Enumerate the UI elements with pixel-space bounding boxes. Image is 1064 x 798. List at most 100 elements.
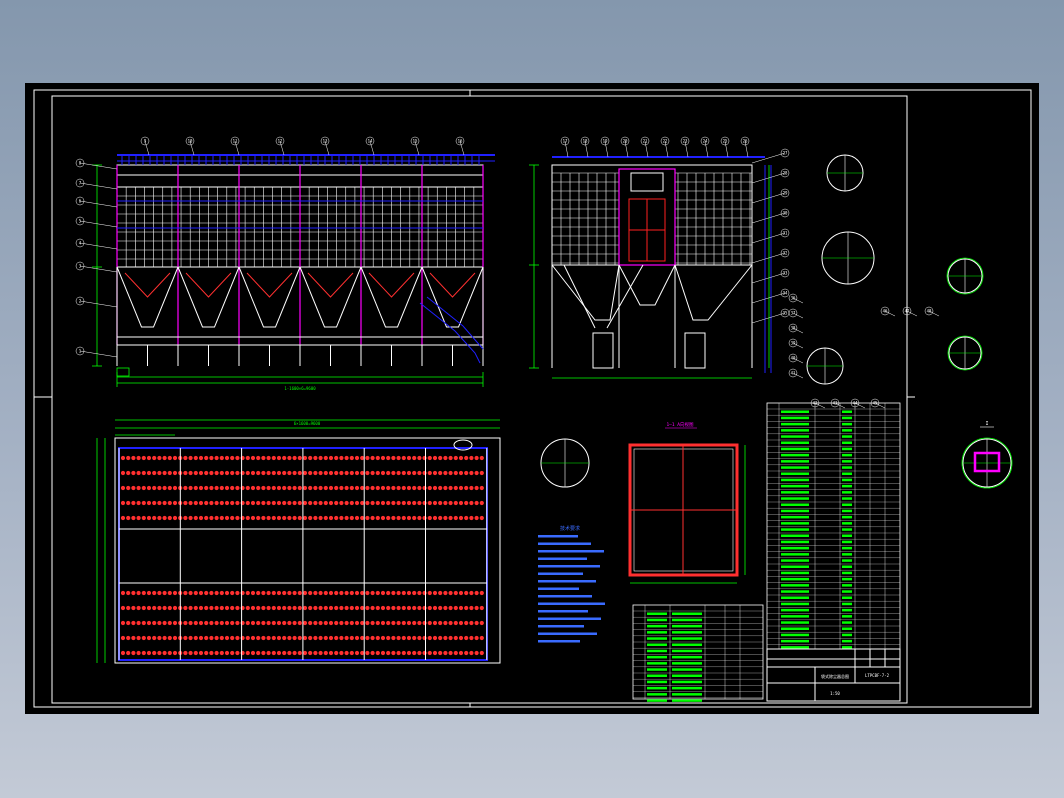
side-housing-stiffener-grid <box>551 172 752 265</box>
title-block-name: 袋式除尘器总图 <box>821 673 849 679</box>
note-line <box>538 625 584 628</box>
hopper <box>116 266 179 328</box>
front-discharge-duct <box>419 296 484 364</box>
balloon-number: 28 <box>783 171 788 176</box>
detail-circle <box>826 154 864 192</box>
balloon-number: 10 <box>188 139 193 144</box>
note-line <box>538 587 579 590</box>
balloon-number: 30 <box>783 211 788 216</box>
note-line <box>538 535 578 538</box>
parts-list-row <box>767 458 900 463</box>
front-dimensions <box>92 164 484 387</box>
note-line <box>538 595 592 598</box>
parts-list-row <box>767 452 900 457</box>
balloon-number: 47 <box>905 309 910 314</box>
balloon-number: 32 <box>783 251 788 256</box>
balloon-23: 23 <box>680 136 690 158</box>
filter-bag-row <box>120 485 484 491</box>
parts-list-row <box>767 520 900 525</box>
inlet-duct-section-view: 1—1 A向视图 <box>628 421 746 584</box>
drawing-frame <box>33 89 1032 708</box>
balloon-number: 31 <box>783 231 788 236</box>
balloon-24: 24 <box>700 136 710 158</box>
side-housing-outline <box>551 164 753 266</box>
balloon-number: 11 <box>233 139 238 144</box>
hopper <box>177 266 240 328</box>
balloon-number: 22 <box>663 139 668 144</box>
note-line <box>538 565 600 568</box>
balloon-number: 29 <box>783 191 788 196</box>
parts-list-row <box>767 607 900 612</box>
front-compartment-partitions <box>116 165 484 345</box>
parts-list-row <box>767 613 900 618</box>
balloon-number: 35 <box>783 311 788 316</box>
note-line <box>538 550 604 553</box>
balloon-48: 48 <box>924 306 940 317</box>
parts-list-row <box>767 532 900 537</box>
balloon-2: 2 <box>75 296 118 308</box>
balloon-42: 42 <box>810 398 826 409</box>
side-dimensions <box>529 164 770 379</box>
balloon-11: 11 <box>230 136 240 156</box>
parts-list-row <box>767 514 900 519</box>
technical-requirements-notes: 技术要求 <box>538 525 605 643</box>
balloon-25: 25 <box>720 136 730 158</box>
filter-bag-row <box>120 620 484 626</box>
note-line <box>538 632 597 635</box>
note-line <box>538 610 588 613</box>
balloon-number: 20 <box>623 139 628 144</box>
balloon-number: 46 <box>883 309 888 314</box>
balloon-3: 3 <box>75 261 118 273</box>
parts-list-row <box>633 685 763 690</box>
balloon-number: 25 <box>723 139 728 144</box>
balloon-number: 40 <box>791 356 796 361</box>
parts-list-row <box>767 408 900 413</box>
detail-marker: I <box>985 421 988 427</box>
balloon-4: 4 <box>75 238 118 250</box>
parts-list-row <box>633 648 763 653</box>
parts-list-row <box>767 588 900 593</box>
parts-list-row <box>767 625 900 630</box>
parts-list-row <box>767 644 900 649</box>
filter-bag-row <box>120 605 484 611</box>
detail-circle <box>821 231 875 285</box>
front-blowpipes <box>117 155 483 229</box>
balloon-number: 26 <box>743 139 748 144</box>
balloon-22: 22 <box>660 136 670 158</box>
parts-list-table <box>766 402 901 650</box>
parts-list-row <box>633 691 763 696</box>
side-right-ladder <box>764 165 772 373</box>
parts-list-row <box>767 526 900 531</box>
balloon-number: 12 <box>278 139 283 144</box>
balloon-19: 19 <box>600 136 610 158</box>
balloon-number: 9 <box>144 139 147 144</box>
filter-bag-row <box>120 590 484 596</box>
balloon-34: 34 <box>751 288 790 304</box>
parts-list-row <box>767 427 900 432</box>
title-block <box>766 648 901 702</box>
balloon-40: 40 <box>788 353 804 364</box>
plan-view: 6×1600=9600 <box>96 419 501 664</box>
parts-list-row <box>767 594 900 599</box>
section-view-title: 1—1 A向视图 <box>666 421 694 428</box>
balloon-number: 14 <box>368 139 373 144</box>
parts-list-row <box>767 508 900 513</box>
parts-list-row <box>767 415 900 420</box>
balloon-number: 23 <box>683 139 688 144</box>
note-line <box>538 617 601 620</box>
plan-width-dimension: 6×1600=9600 <box>294 421 321 426</box>
filter-bag-row <box>120 500 484 506</box>
balloon-number: 16 <box>458 139 463 144</box>
balloon-number: 48 <box>927 309 932 314</box>
filter-bag-row <box>120 650 484 656</box>
balloon-27: 27 <box>751 148 790 164</box>
parts-list-row <box>767 601 900 606</box>
balloon-number: 36 <box>791 296 796 301</box>
balloon-number: 13 <box>323 139 328 144</box>
side-support-legs <box>551 265 753 369</box>
hopper <box>238 266 301 328</box>
